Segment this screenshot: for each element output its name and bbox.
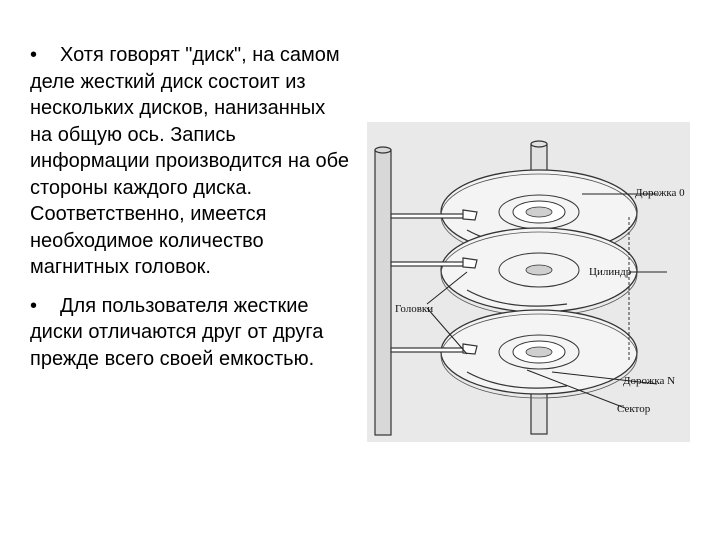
platter-middle <box>440 227 638 317</box>
head-arms <box>390 209 478 355</box>
bullet-text: Для пользователя жесткие диски отличаютс… <box>30 294 324 370</box>
actuator-post-top <box>374 146 392 154</box>
bullet-text: Хотя говорят "диск", на самом деле жестк… <box>30 44 350 278</box>
platter-bottom <box>440 309 638 399</box>
bullet-item: • Для пользователя жесткие диски отличаю… <box>30 293 350 373</box>
label-trackN: Дорожка N <box>623 375 675 387</box>
hard-disk-diagram: Дорожка 0 Цилиндр Головки Дорожка N Сект… <box>367 122 690 442</box>
actuator-post <box>374 149 392 436</box>
label-track0: Дорожка 0 <box>635 187 685 199</box>
label-heads: Головки <box>395 303 433 315</box>
bullet-list: • Хотя говорят "диск", на самом деле жес… <box>30 42 350 384</box>
label-cylinder: Цилиндр <box>589 266 632 278</box>
leader-lines <box>426 193 667 409</box>
hard-disk-illustration: Дорожка 0 Цилиндр Головки Дорожка N Сект… <box>374 140 685 436</box>
label-sector: Сектор <box>617 403 651 415</box>
bullet-item: • Хотя говорят "диск", на самом деле жес… <box>30 42 350 281</box>
bullet-marker: • <box>30 294 38 317</box>
spindle-top <box>530 140 548 148</box>
bullet-marker: • <box>30 44 38 66</box>
